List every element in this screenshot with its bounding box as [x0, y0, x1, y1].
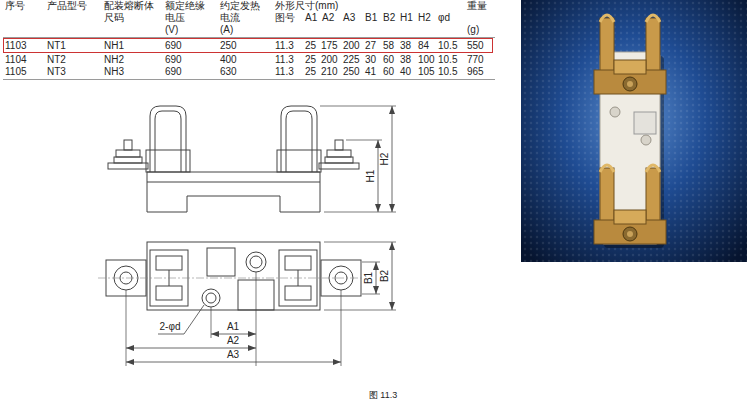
table-cell: 690: [165, 40, 182, 52]
table-header: 序号: [5, 0, 25, 12]
dimension-label: A2: [226, 335, 240, 347]
table-cell: 10.5: [438, 40, 457, 52]
table-cell: 965: [467, 66, 484, 78]
table-cell: 60: [383, 54, 394, 66]
table-cell: 250: [220, 40, 237, 52]
table-header: B1: [365, 12, 377, 24]
table-cell: 38: [400, 40, 411, 52]
table-cell: 690: [165, 66, 182, 78]
table-header: 约定发热: [220, 0, 260, 12]
table-cell: 690: [165, 54, 182, 66]
table-cell: 100: [418, 54, 435, 66]
table-header: (A): [220, 24, 233, 36]
table-cell: 11.3: [275, 66, 294, 78]
table-header: (g): [467, 24, 479, 36]
table-header: B2: [383, 12, 395, 24]
table-cell: 27: [365, 40, 376, 52]
table-header: 配装熔断体: [104, 0, 154, 12]
table-header: H2: [418, 12, 431, 24]
table-cell: 175: [321, 40, 338, 52]
table-header: A3: [343, 12, 355, 24]
table-cell: 105: [418, 66, 435, 78]
table-cell: 84: [418, 40, 429, 52]
table-cell: 38: [400, 54, 411, 66]
table-cell: 250: [343, 66, 360, 78]
table-header: 图号: [275, 12, 295, 24]
dimension-label: B1: [363, 271, 375, 285]
table-cell: NT3: [47, 66, 66, 78]
table-header: 外形尺寸(mm): [275, 0, 338, 12]
table-header: 尺码: [104, 12, 124, 24]
table-header: 重量: [467, 0, 487, 12]
top-view: [98, 242, 396, 366]
table-header: 电流: [220, 12, 240, 24]
table-cell: NT2: [47, 54, 66, 66]
table-header: 电压: [165, 12, 185, 24]
dimension-label: H1: [365, 169, 377, 184]
side-view: [108, 106, 396, 212]
table-cell: 1103: [5, 40, 27, 52]
table-cell: 10.5: [438, 54, 457, 66]
table-cell: 11.3: [275, 40, 294, 52]
figure-caption: 图 11.3: [369, 389, 397, 401]
table-header: 产品型号: [47, 0, 87, 12]
table-cell: 1104: [5, 54, 27, 66]
dimension-label: B2: [379, 269, 391, 283]
dimension-label: H2: [379, 152, 391, 167]
dimension-label: 2-φd: [159, 321, 182, 333]
table-rules: [3, 38, 495, 80]
table-cell: NH2: [104, 54, 124, 66]
table-cell: 210: [321, 66, 338, 78]
table-cell: 200: [321, 54, 338, 66]
table-cell: 200: [343, 40, 360, 52]
table-cell: NH1: [104, 40, 124, 52]
table-cell: 25: [305, 54, 316, 66]
table-cell: 225: [343, 54, 360, 66]
table-cell: 60: [383, 66, 394, 78]
table-header: A1: [305, 12, 317, 24]
table-cell: 25: [305, 66, 316, 78]
table-cell: 58: [383, 40, 394, 52]
table-cell: 41: [365, 66, 376, 78]
table-cell: 400: [220, 54, 237, 66]
dimension-label: A3: [226, 349, 240, 361]
table-header: φd: [438, 12, 450, 24]
table-cell: 30: [365, 54, 376, 66]
table-cell: 630: [220, 66, 237, 78]
table-cell: NH3: [104, 66, 124, 78]
table-cell: 1105: [5, 66, 27, 78]
dimension-label: A1: [226, 321, 240, 333]
table-header: (V): [165, 24, 178, 36]
table-cell: 10.5: [438, 66, 457, 78]
table-cell: 550: [467, 40, 484, 52]
table-cell: NT1: [47, 40, 66, 52]
table-header: H1: [400, 12, 413, 24]
table-cell: 770: [467, 54, 484, 66]
table-cell: 25: [305, 40, 316, 52]
table-header: A2: [322, 12, 334, 24]
product-photo: [521, 0, 747, 262]
table-header: 额定绝缘: [165, 0, 205, 12]
table-cell: 11.3: [275, 54, 294, 66]
table-cell: 40: [400, 66, 411, 78]
